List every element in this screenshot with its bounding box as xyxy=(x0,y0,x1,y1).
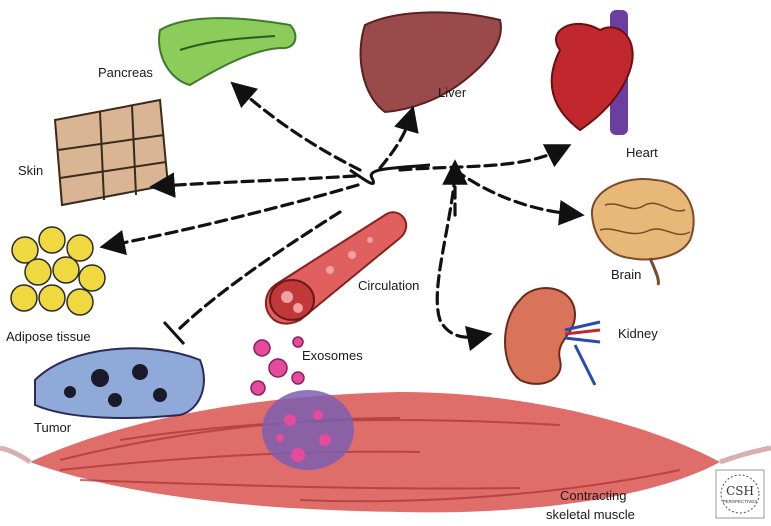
arrow-to-skin xyxy=(149,172,357,198)
exosome-particles xyxy=(250,336,305,396)
arrow-to-pancreas xyxy=(230,81,362,172)
arrow-to-kidney xyxy=(435,173,493,352)
label-heart: Heart xyxy=(626,145,658,160)
liver-illustration xyxy=(359,11,502,114)
heart-illustration xyxy=(550,10,634,135)
muscle-vesicle xyxy=(262,390,354,470)
label-adipose: Adipose tissue xyxy=(6,329,91,344)
label-liver: Liver xyxy=(438,85,467,100)
signal-arrows xyxy=(99,81,585,352)
label-skin: Skin xyxy=(18,163,43,178)
brain-illustration xyxy=(590,178,695,286)
hub-knot xyxy=(349,163,431,185)
label-brain: Brain xyxy=(611,267,641,282)
label-muscle-line2: skeletal muscle xyxy=(546,507,635,522)
logo-text: CSH xyxy=(726,484,754,498)
label-pancreas: Pancreas xyxy=(98,65,153,80)
label-tumor: Tumor xyxy=(34,420,72,435)
arrow-to-liver xyxy=(378,105,419,170)
tumor-illustration xyxy=(34,347,205,419)
arrow-to-tumor xyxy=(176,210,342,332)
logo-subtext: PERSPECTIVES xyxy=(723,499,758,504)
skin-illustration xyxy=(53,98,170,207)
label-circulation: Circulation xyxy=(358,278,419,293)
skeletal-muscle xyxy=(0,392,771,513)
arrow-to-brain xyxy=(453,168,585,226)
arrow-to-adipose xyxy=(99,183,360,256)
label-kidney: Kidney xyxy=(618,326,658,341)
kidney-illustration xyxy=(504,287,601,386)
adipose-illustration xyxy=(10,226,106,316)
csh-logo: CSH PERSPECTIVES xyxy=(715,469,765,519)
blood-vessel xyxy=(264,211,408,325)
label-muscle-line1: Contracting xyxy=(560,488,626,503)
label-exosomes: Exosomes xyxy=(302,348,363,363)
arrow-to-heart xyxy=(398,144,572,172)
inhibition-bar xyxy=(162,320,186,346)
pancreas-illustration xyxy=(158,17,297,87)
